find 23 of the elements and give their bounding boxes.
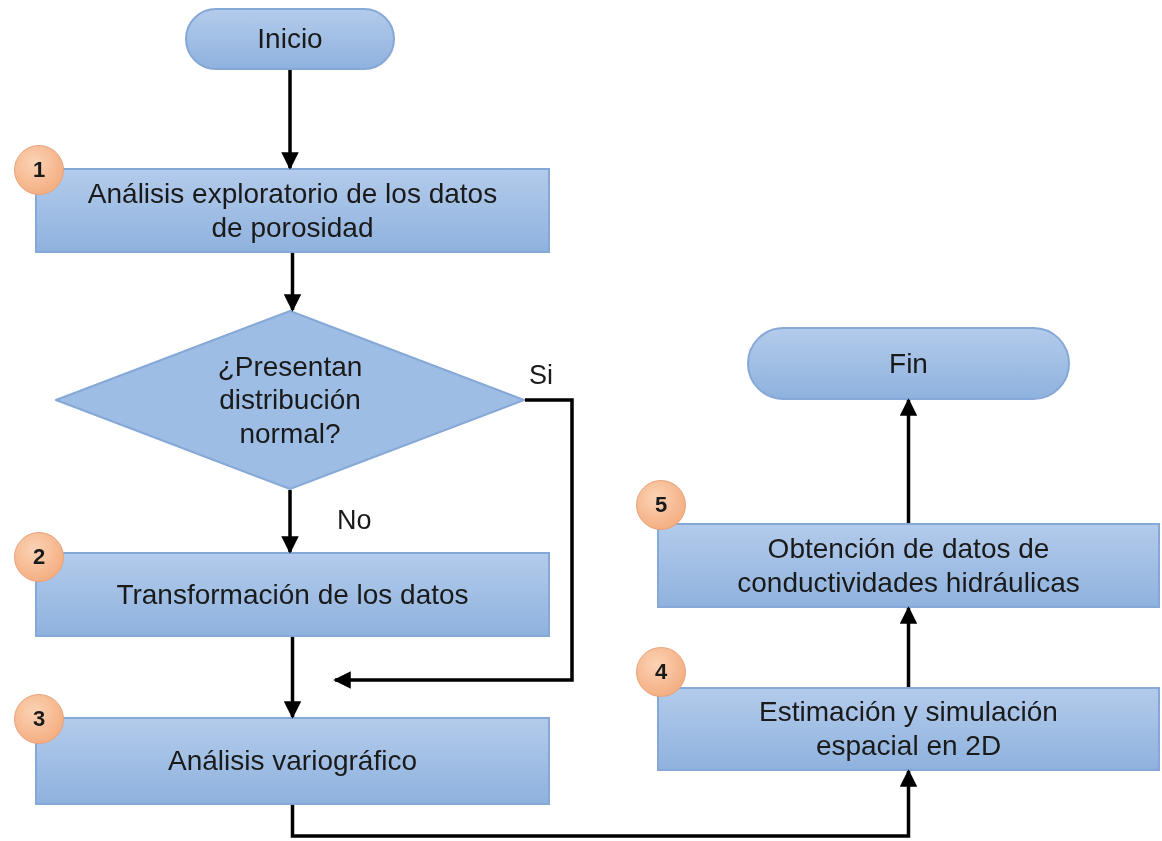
arrow [899, 398, 918, 523]
node-text: Fin [889, 346, 928, 381]
arrow [281, 490, 299, 554]
step-number-circle: 5 [636, 480, 686, 530]
node-text: ¿Presentan distribución normal? [216, 349, 364, 451]
arrow [283, 253, 302, 312]
node-text: Análisis variográfico [168, 744, 417, 778]
node-text: Análisis exploratorio de los datos de porosidad [86, 176, 499, 245]
arrow [899, 606, 918, 687]
node-text: Transformación de los datos [116, 577, 469, 612]
node-text: Estimación y simulación espacial en 2D [758, 695, 1059, 763]
step-number-circle: 1 [14, 145, 64, 195]
process-box [657, 687, 1160, 771]
step-number-circle: 2 [14, 532, 64, 582]
arrow [281, 70, 299, 170]
node-text: Obtención de datos de conductividades hidráulicas [736, 531, 1081, 600]
arrow [290, 769, 918, 838]
step-number-circle: 4 [636, 647, 686, 697]
step-number-circle: 3 [14, 694, 64, 744]
arrow [333, 398, 574, 689]
process-box [657, 523, 1160, 608]
node-text: Inicio [257, 22, 323, 56]
arrow [283, 637, 302, 719]
